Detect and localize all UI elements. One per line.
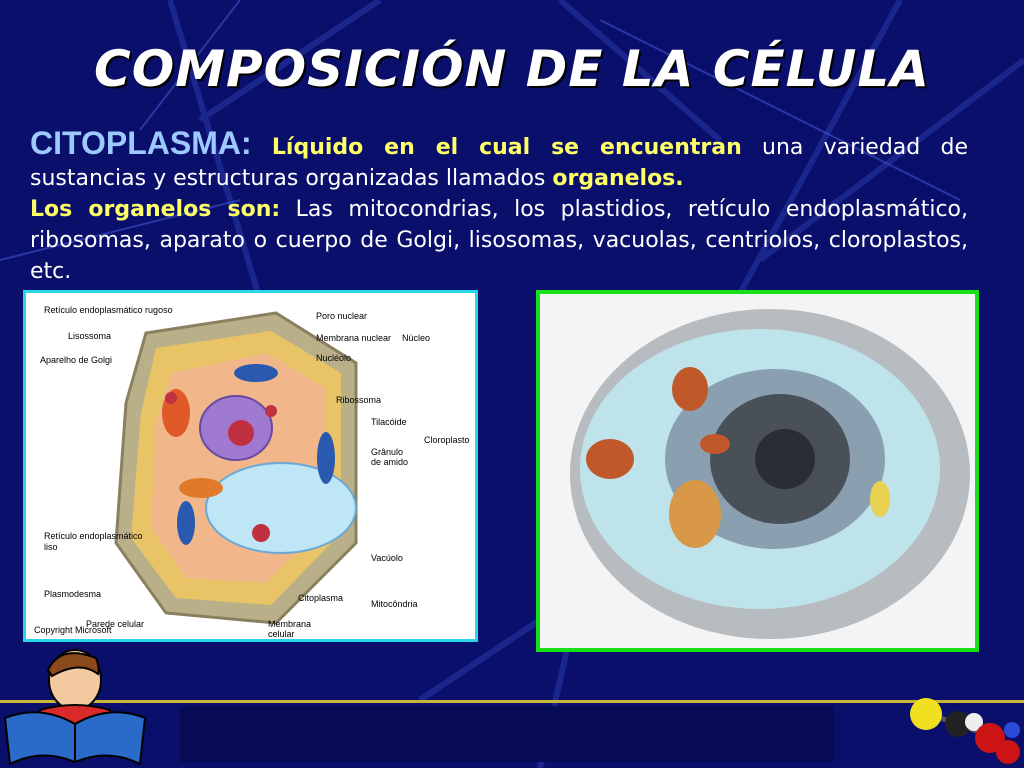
- reading-boy-icon: [3, 649, 147, 766]
- label-rer: Retículo endoplasmático rugoso: [44, 305, 173, 315]
- animal-cell-illustration: [536, 290, 979, 652]
- organelos-list: Las mitocondrias, los plastidios, retícu…: [30, 197, 968, 284]
- citoplasma-text: una variedad de sustancias y estructuras…: [30, 135, 969, 191]
- animal-cell-drawing: [540, 294, 975, 648]
- label-ribossoma: Ribossoma: [336, 395, 382, 405]
- slide-title: COMPOSICIÓN DE LA CÉLULA: [94, 40, 930, 98]
- label-mitocondria: Mitocôndria: [371, 599, 418, 609]
- label-golgi: Aparelho de Golgi: [40, 355, 113, 365]
- organelos-bold: organelos.: [552, 166, 684, 191]
- copyright-note: Copyright Microsoft: [34, 625, 112, 635]
- slide-body: CITOPLASMA: Líquido en el cual se encuen…: [30, 125, 969, 287]
- citoplasma-bold-text: Líquido en el cual se encuentran: [271, 135, 742, 160]
- label-membrana-celular: Membrana: [268, 619, 312, 629]
- label-granulo: Grânulo: [371, 447, 404, 457]
- molecule-icon: [910, 698, 1020, 764]
- plant-cell-drawing: [114, 311, 358, 625]
- label-parede-celular: Parede celular: [86, 619, 145, 629]
- label-vacuolo: Vacúolo: [371, 553, 403, 563]
- label-cloroplasto: Cloroplasto: [424, 435, 470, 445]
- footer-band: [180, 706, 834, 762]
- label-rel-2: liso: [44, 542, 58, 552]
- label-rel: Retículo endoplasmático: [44, 531, 143, 541]
- citoplasma-heading: CITOPLASMA:: [30, 125, 252, 161]
- label-poro-nuclear: Poro nuclear: [316, 311, 368, 321]
- label-citoplasma: Citoplasma: [298, 593, 344, 603]
- label-membrana-nuclear: Membrana nuclear: [316, 333, 392, 343]
- label-granulo-2: de amido: [371, 457, 409, 467]
- footer-line: [0, 700, 1024, 703]
- label-nucleolo: Nucléolo: [316, 353, 352, 363]
- label-membrana-celular-2: celular: [268, 629, 295, 639]
- label-plasmodesma: Plasmodesma: [44, 589, 102, 599]
- plant-cell-diagram: Retículo endoplasmático rugoso Lisossoma…: [23, 290, 478, 642]
- label-lisossoma: Lisossoma: [68, 331, 112, 341]
- label-tilacoide: Tilacóide: [371, 417, 407, 427]
- label-nucleo: Núcleo: [402, 333, 431, 343]
- organelos-heading: Los organelos son:: [30, 197, 281, 222]
